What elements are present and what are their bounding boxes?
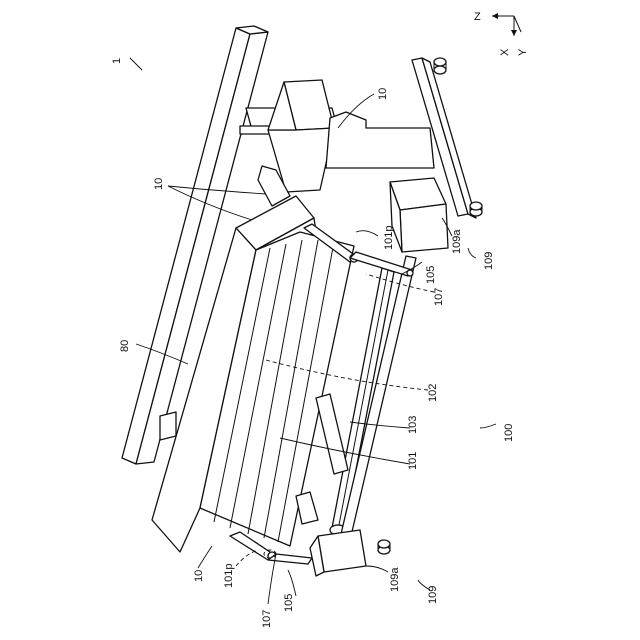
label-107-bottom: 107 [261,610,273,628]
box-109a-bottom [310,530,366,576]
label-10-top: 10 [377,88,389,100]
label-105-bottom: 105 [283,594,295,612]
caster-mid-right [470,202,482,216]
caster-bottom-right [378,540,390,554]
label-109a-top: 109a [451,229,463,254]
axis-label-x: X [499,48,511,56]
label-101p-bottom: 101p [223,564,235,588]
label-1: 1 [111,58,123,64]
label-109a-bottom: 109a [389,567,401,592]
box-109a-top [390,178,448,252]
label-80: 80 [119,340,131,352]
axis-label-y: Y [517,48,529,56]
label-10-left: 10 [153,178,165,190]
label-103: 103 [407,416,419,434]
axis-indicator: Z X Y [474,11,529,56]
label-100: 100 [503,424,515,442]
axis-label-z: Z [474,11,481,23]
label-107-top: 107 [433,288,445,306]
label-105-top: 105 [425,266,437,284]
label-101p-top: 101p [383,226,395,250]
label-109-bottom: 109 [427,586,439,604]
label-109-top: 109 [483,252,495,270]
label-102: 102 [427,384,439,402]
label-10-bottom: 10 [193,570,205,582]
label-101: 101 [407,452,419,470]
unit-10-top [268,80,434,192]
caster-top-right [434,58,446,74]
